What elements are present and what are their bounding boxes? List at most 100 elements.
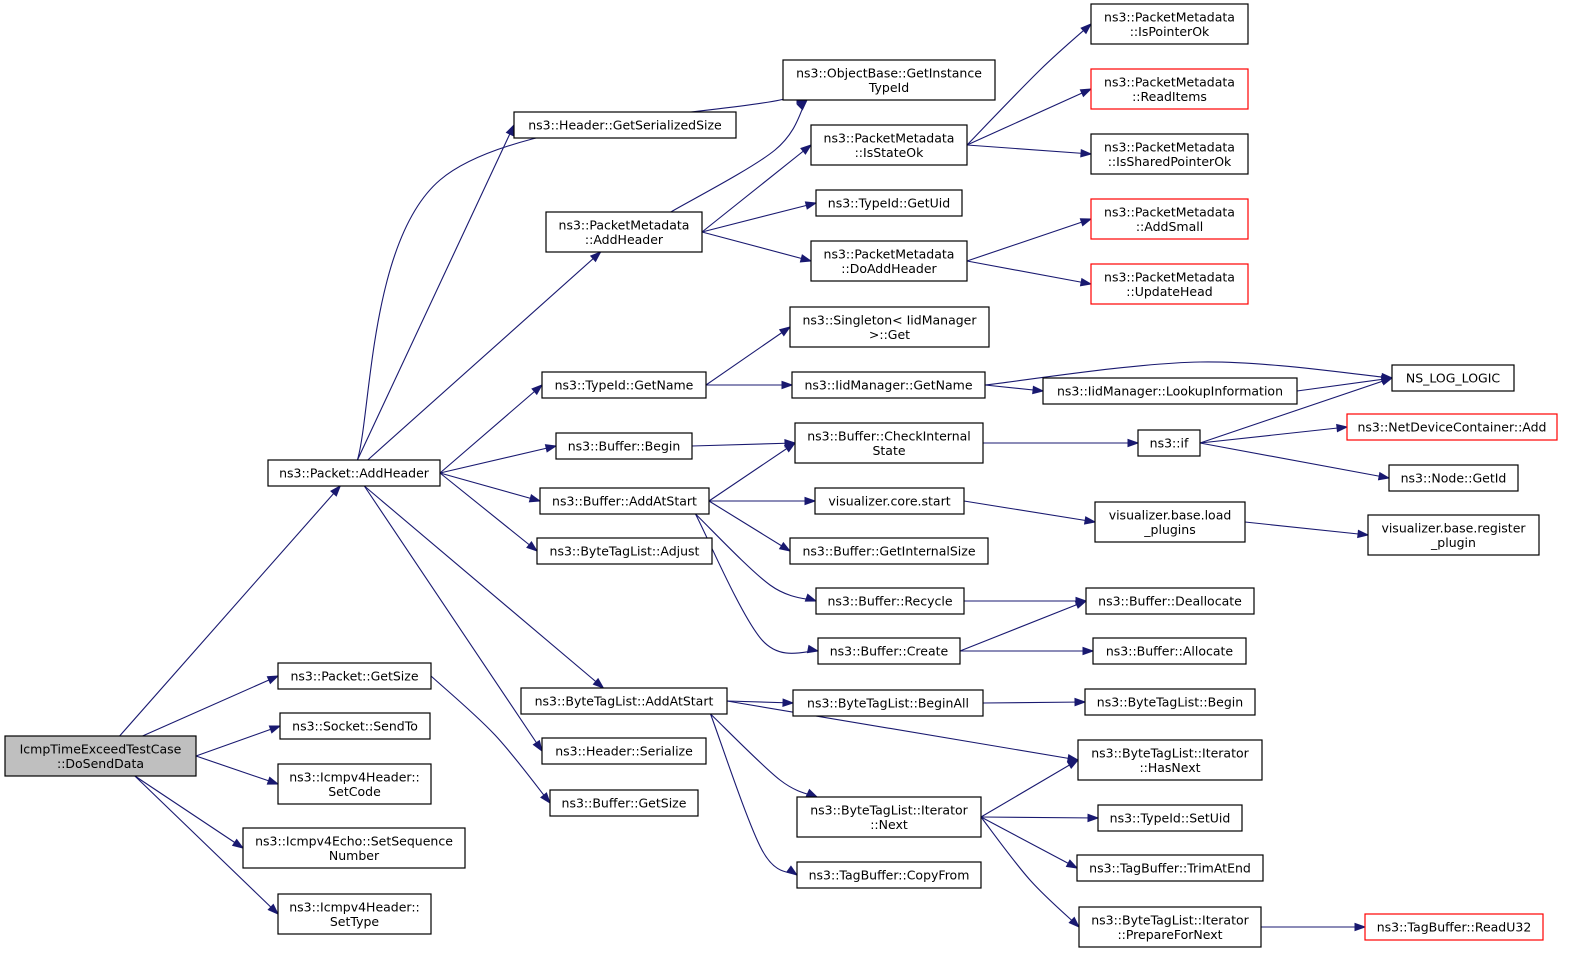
edge-pkt-addheader-to-hdr-serialize xyxy=(363,485,543,753)
edge-root-to-sock-sendto xyxy=(195,725,282,757)
edge-pkt-addheader-to-btl-adjust xyxy=(439,472,539,552)
edge-btl-addatstart-to-btl-beginall xyxy=(726,698,795,707)
edge-pm-addheader-to-typeid-getuid xyxy=(701,201,818,233)
edge-pm-doaddheader-to-pm-updatehead xyxy=(966,260,1093,287)
node-ns-log-logic[interactable]: NS_LOG_LOGIC xyxy=(1391,364,1515,392)
node-btl-it-next[interactable]: ns3::ByteTagList::Iterator::Next xyxy=(796,796,982,838)
node-btl-it-hasnext[interactable]: ns3::ByteTagList::Iterator::HasNext xyxy=(1077,739,1263,781)
node-label: ns3::ByteTagList::Iterator xyxy=(1091,912,1249,927)
node-box xyxy=(536,537,713,565)
node-box xyxy=(1388,464,1519,492)
node-buf-create[interactable]: ns3::Buffer::Create xyxy=(817,637,961,665)
node-label: ns3::TypeId::GetUid xyxy=(828,196,950,211)
node-pm-addheader[interactable]: ns3::PacketMetadata::AddHeader xyxy=(545,211,703,253)
node-buf-getinternalsize[interactable]: ns3::Buffer::GetInternalSize xyxy=(789,537,989,565)
node-label: _plugin xyxy=(1430,535,1476,550)
node-box xyxy=(1090,263,1249,305)
node-box xyxy=(520,687,728,715)
node-pm-issharedpointerok[interactable]: ns3::PacketMetadata::IsSharedPointerOk xyxy=(1090,133,1249,175)
node-label: ns3::Header::GetSerializedSize xyxy=(528,118,722,133)
node-pkt-addheader[interactable]: ns3::Packet::AddHeader xyxy=(267,459,441,487)
node-iid-getname[interactable]: ns3::IidManager::GetName xyxy=(791,371,986,399)
node-viz-base-load[interactable]: visualizer.base.load_plugins xyxy=(1094,501,1246,543)
node-buf-begin[interactable]: ns3::Buffer::Begin xyxy=(555,432,693,460)
node-label: ::DoSendData xyxy=(57,756,144,771)
node-label: ns3::ByteTagList::Iterator xyxy=(810,802,968,817)
node-label: ns3::Packet::AddHeader xyxy=(279,466,430,481)
node-box xyxy=(242,827,466,869)
node-label: ns3::Icmpv4Header:: xyxy=(289,769,420,784)
node-ns3-if[interactable]: ns3::if xyxy=(1137,429,1201,457)
edge-pkt-addheader-to-objbase-getinst xyxy=(356,93,816,461)
node-buf-allocate[interactable]: ns3::Buffer::Allocate xyxy=(1092,637,1247,665)
node-tb-copyfrom[interactable]: ns3::TagBuffer::CopyFrom xyxy=(796,861,982,889)
node-iid-lookupinfo[interactable]: ns3::IidManager::LookupInformation xyxy=(1042,377,1298,405)
node-box xyxy=(791,371,986,399)
nodes-layer: IcmpTimeExceedTestCase::DoSendData ns3::P… xyxy=(4,3,1558,948)
node-label: ns3::PacketMetadata xyxy=(1104,9,1235,24)
node-btl-adjust[interactable]: ns3::ByteTagList::Adjust xyxy=(536,537,713,565)
node-singleton-get[interactable]: ns3::Singleton< IidManager>::Get xyxy=(789,306,990,348)
node-root[interactable]: IcmpTimeExceedTestCase::DoSendData xyxy=(4,735,197,777)
node-buf-deallocate[interactable]: ns3::Buffer::Deallocate xyxy=(1085,587,1255,615)
node-label: ns3::TypeId::SetUid xyxy=(1110,811,1231,826)
node-typeid-setuid[interactable]: ns3::TypeId::SetUid xyxy=(1097,804,1243,832)
node-buf-getsize[interactable]: ns3::Buffer::GetSize xyxy=(549,789,699,817)
node-pm-updatehead[interactable]: ns3::PacketMetadata::UpdateHead xyxy=(1090,263,1249,305)
node-pm-doaddheader[interactable]: ns3::PacketMetadata::DoAddHeader xyxy=(810,240,968,282)
node-ndc-add[interactable]: ns3::NetDeviceContainer::Add xyxy=(1346,413,1558,441)
node-pm-addsmall[interactable]: ns3::PacketMetadata::AddSmall xyxy=(1090,198,1249,240)
node-box xyxy=(810,124,968,166)
node-tb-readu32[interactable]: ns3::TagBuffer::ReadU32 xyxy=(1364,913,1544,941)
node-btl-begin[interactable]: ns3::ByteTagList::Begin xyxy=(1084,688,1256,716)
node-pm-readitems[interactable]: ns3::PacketMetadata::ReadItems xyxy=(1090,68,1249,110)
node-label: ::IsStateOk xyxy=(855,145,925,160)
node-label: ::DoAddHeader xyxy=(841,261,937,276)
node-pm-ispointerok[interactable]: ns3::PacketMetadata::IsPointerOk xyxy=(1090,3,1249,45)
node-icmp-settype[interactable]: ns3::Icmpv4Header::SetType xyxy=(277,893,432,935)
node-box xyxy=(1078,906,1262,948)
node-pkt-getsize[interactable]: ns3::Packet::GetSize xyxy=(277,662,432,690)
node-hdr-serialize[interactable]: ns3::Header::Serialize xyxy=(541,737,707,765)
edge-btl-it-next-to-btl-it-preparefornext xyxy=(980,816,1081,929)
node-viz-base-register[interactable]: visualizer.base.register_plugin xyxy=(1367,514,1540,556)
node-typeid-getname[interactable]: ns3::TypeId::GetName xyxy=(541,371,707,399)
node-node-getid[interactable]: ns3::Node::GetId xyxy=(1388,464,1519,492)
edge-pkt-addheader-to-buf-addatstart xyxy=(439,472,542,503)
node-sock-sendto[interactable]: ns3::Socket::SendTo xyxy=(279,712,431,740)
node-label: ns3::ByteTagList::BeginAll xyxy=(807,696,969,711)
node-label: Number xyxy=(329,848,380,863)
edge-buf-begin-to-buf-checkinternal xyxy=(691,438,797,448)
node-box xyxy=(782,59,996,101)
node-box xyxy=(1092,637,1247,665)
node-label: ns3::Buffer::AddAtStart xyxy=(552,494,697,509)
node-label: ns3::PacketMetadata xyxy=(1104,204,1235,219)
node-buf-recycle[interactable]: ns3::Buffer::Recycle xyxy=(815,587,965,615)
node-box xyxy=(789,306,990,348)
node-box xyxy=(1346,413,1558,441)
node-label: ns3::PacketMetadata xyxy=(559,217,690,232)
node-typeid-getuid[interactable]: ns3::TypeId::GetUid xyxy=(815,189,963,217)
node-icmp-setcode[interactable]: ns3::Icmpv4Header::SetCode xyxy=(277,763,432,805)
node-btl-beginall[interactable]: ns3::ByteTagList::BeginAll xyxy=(792,689,984,717)
node-box xyxy=(1090,3,1249,45)
node-box xyxy=(815,189,963,217)
node-buf-addatstart[interactable]: ns3::Buffer::AddAtStart xyxy=(539,487,710,515)
node-label: ns3::ObjectBase::GetInstance xyxy=(796,65,982,80)
node-hdr-getser[interactable]: ns3::Header::GetSerializedSize xyxy=(513,111,737,139)
node-btl-addatstart[interactable]: ns3::ByteTagList::AddAtStart xyxy=(520,687,728,715)
node-box xyxy=(814,487,965,515)
node-label: ns3::ByteTagList::Iterator xyxy=(1091,745,1249,760)
node-btl-it-preparefornext[interactable]: ns3::ByteTagList::Iterator::PrepareForNe… xyxy=(1078,906,1262,948)
node-box xyxy=(277,662,432,690)
node-pm-isstateok[interactable]: ns3::PacketMetadata::IsStateOk xyxy=(810,124,968,166)
node-label: ns3::NetDeviceContainer::Add xyxy=(1358,420,1547,435)
edge-pm-addheader-to-pm-doaddheader xyxy=(701,231,813,263)
node-label: SetCode xyxy=(328,784,381,799)
node-viz-core-start[interactable]: visualizer.core.start xyxy=(814,487,965,515)
node-tb-trimatend[interactable]: ns3::TagBuffer::TrimAtEnd xyxy=(1076,854,1264,882)
